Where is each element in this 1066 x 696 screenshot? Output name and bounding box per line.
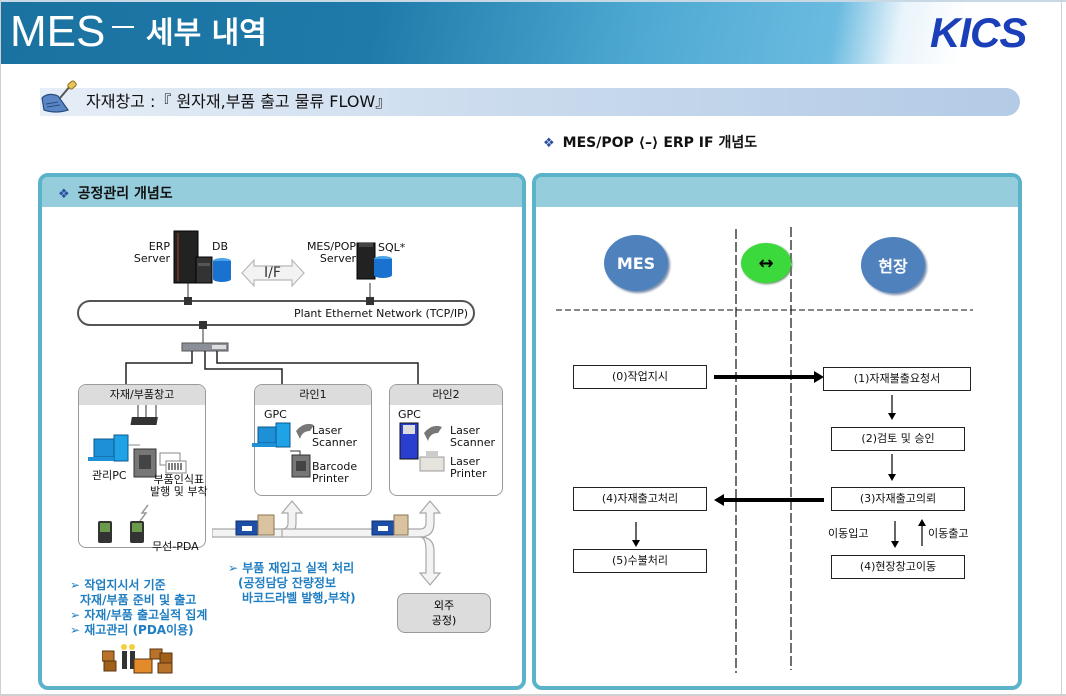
if-arrow-icon (241, 258, 305, 288)
line1-scanner-label: Laser Scanner (312, 425, 357, 449)
process-concept-panel: ❖ 공정관리 개념도 ERP Server DB I/F MES/POP Serv… (38, 173, 526, 690)
reinput-notes: ➢ 부품 재입고 실적 처리 (공정담당 잔량정보 바코드라벨 발행,부착) (228, 561, 356, 606)
line1-printer-line1: Barcode (312, 460, 358, 473)
mes-label-line1: MES/POP (306, 240, 356, 253)
if-label: I/F (264, 265, 281, 281)
network-diagram-lines (77, 283, 475, 333)
step-inventory-accounting: (5)수불처리 (573, 549, 707, 573)
page-border-bottom (0, 694, 1066, 696)
mes-ellipse: MES (604, 235, 668, 291)
db-label: DB (212, 240, 229, 253)
step-work-order: (0)작업지시 (573, 365, 707, 389)
reinput-note: (공정담당 잔량정보 (238, 576, 336, 590)
diamond-bullet-icon: ❖ (58, 187, 70, 202)
mes-server-label: MES/POP Server (296, 241, 356, 265)
line1-gpc-label: GPC (264, 408, 287, 421)
page-title: MES (10, 7, 106, 56)
mes-server-icon (356, 242, 392, 280)
outsource-line1: 외주 (433, 599, 455, 612)
erp-label-line2: Server (133, 252, 170, 265)
move-out-label: 이동출고 (928, 527, 969, 540)
memo-pin-icon (41, 80, 77, 113)
warehouse-title: 자재/부품창고 (79, 385, 205, 405)
panel-header (536, 177, 1018, 207)
line2-scanner-label: Laser Scanner (450, 425, 495, 449)
line2-gpc-label: GPC (398, 408, 421, 421)
section-title: 자재창고 :『 원자재,부품 출고 물류 FLOW』 (86, 92, 392, 111)
if-diagram-title: ❖ MES/POP ⟨–⟩ ERP IF 개념도 (543, 132, 757, 152)
panel-title: ❖ 공정관리 개념도 (58, 183, 173, 203)
if-diagram-title-text: MES/POP ⟨–⟩ ERP IF 개념도 (562, 135, 758, 151)
panel-header (42, 177, 522, 207)
line2-printer-label: Laser Printer (450, 456, 487, 480)
pda-label: 무선-PDA (152, 540, 199, 553)
admin-pc-label: 관리PC (92, 469, 127, 482)
outsource-process-box: 외주 공정) (397, 593, 491, 633)
diamond-bullet-icon: ❖ (543, 136, 555, 151)
warehouse-note: ➢ 재고관리 (PDA이용) (70, 623, 194, 637)
line2-scanner-line2: Scanner (450, 436, 496, 449)
move-in-label: 이동입고 (828, 527, 869, 540)
exchange-ellipse: ↔ (741, 243, 791, 283)
step-review-approval: (2)검토 및 승인 (831, 427, 965, 451)
page-border-left (0, 0, 1, 696)
step-field-warehouse-move: (4)현장창고이동 (831, 555, 965, 579)
line1-devices-icon (252, 422, 314, 478)
warehouse-workers-icon (102, 644, 173, 674)
if-concept-panel: MES ↔ 현장 (0)작업지시 (1)자재불출요청서 (2)검토 및 승인 (… (532, 173, 1022, 690)
line1-title: 라인1 (255, 385, 371, 405)
network-label: Plant Ethernet Network (TCP/IP) (294, 307, 469, 320)
outsource-line2: 공정) (431, 614, 457, 627)
step-release-request: (3)자재출고의뢰 (831, 487, 965, 511)
warehouse-notes: ➢ 작업지시서 기준 자재/부품 준비 및 출고 ➢ 자재/부품 출고실적 집계… (70, 578, 207, 638)
step-release-processing: (4)자재출고처리 (573, 487, 707, 511)
part-label-line1: 부품인식표 (153, 473, 205, 486)
page-border-right (1061, 0, 1062, 696)
line2-title: 라인2 (390, 385, 502, 405)
mes-label-line2: Server (319, 252, 356, 265)
warehouse-note: ➢ 작업지시서 기준 (70, 578, 166, 592)
field-ellipse: 현장 (861, 237, 925, 293)
header-banner (0, 0, 1066, 64)
line2-printer-line1: Laser (450, 455, 480, 468)
line1-printer-line2: Printer (312, 472, 349, 485)
bidirectional-arrow-icon: ↔ (758, 252, 774, 274)
erp-server-icon (173, 230, 231, 284)
panel-title-text: 공정관리 개념도 (77, 186, 173, 202)
section-bar (40, 88, 1020, 116)
page-subtitle: 세부 내역 (146, 16, 267, 51)
sql-label: SQL* (378, 241, 406, 254)
mes-ellipse-label: MES (616, 253, 656, 273)
erp-server-label: ERP Server (130, 241, 170, 265)
line2-scanner-line1: Laser (450, 424, 480, 437)
part-label-line2: 발행 및 부착 (150, 485, 208, 498)
field-ellipse-label: 현장 (878, 257, 908, 276)
part-label-text: 부품인식표 발행 및 부착 (150, 474, 208, 498)
warehouse-note: ➢ 자재/부품 출고실적 집계 (70, 608, 208, 622)
line2-devices-icon (399, 422, 445, 472)
kics-logo: KICS (930, 9, 1027, 56)
swimlane-lines (556, 227, 973, 673)
line1-scanner-line1: Laser (312, 424, 342, 437)
switch-branch-lines (125, 333, 419, 385)
erp-label-line1: ERP (148, 240, 170, 253)
title-separator (112, 26, 134, 28)
warehouse-note: 자재/부품 준비 및 출고 (80, 593, 197, 607)
material-flow-arrows (212, 500, 442, 586)
step-material-request: (1)자재불출요청서 (823, 367, 971, 391)
reinput-note: ➢ 부품 재입고 실적 처리 (228, 561, 355, 575)
warehouse-devices-icon (88, 405, 187, 543)
reinput-note: 바코드라벨 발행,부착) (242, 591, 356, 605)
line1-printer-label: Barcode Printer (312, 461, 357, 485)
line2-printer-line2: Printer (450, 467, 487, 480)
line1-scanner-line2: Scanner (312, 436, 358, 449)
